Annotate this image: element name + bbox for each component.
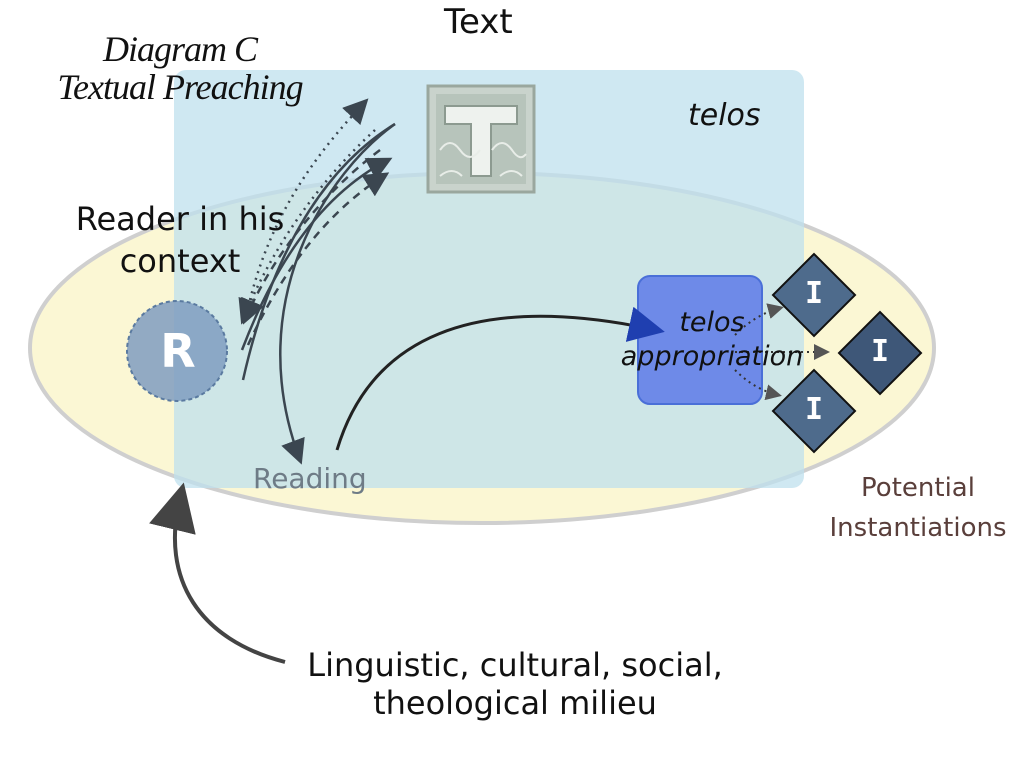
reader-circle-icon	[126, 300, 228, 402]
reader-circle-letter: R	[160, 324, 196, 378]
milieu-label: Linguistic, cultural, social, theologica…	[290, 646, 740, 722]
text-reader-arrows	[238, 98, 396, 465]
telos-appropriation-label: telos appropriation	[614, 306, 810, 374]
reading-label: Reading	[253, 462, 367, 495]
instantiation-letter: I	[804, 392, 824, 427]
diagram-title-line2: Textual Preaching	[57, 67, 303, 107]
instantiation-diamond-icon	[771, 368, 857, 454]
illuminated-letter-t-icon	[426, 84, 536, 194]
instantiation-diamond-icon	[771, 252, 857, 338]
potential-instantiations-line1: Potential	[861, 473, 975, 503]
telos-appropriation-line2: appropriation	[620, 341, 804, 372]
reader-label-line2: context	[119, 242, 241, 280]
telos-appropriation-line1: telos	[679, 307, 745, 338]
potential-instantiations-label: Potential Instantiations	[818, 468, 1018, 548]
milieu-arrow	[149, 482, 286, 664]
instantiation-letter: I	[804, 276, 824, 311]
reading-to-telos-arrow	[335, 306, 665, 451]
text-label: Text	[444, 2, 513, 42]
reader-label: Reader in his context	[60, 198, 300, 282]
diagram-title: Diagram C Textual Preaching	[30, 30, 330, 106]
instantiation-arrows	[734, 303, 830, 401]
instantiation-diamond-icon	[837, 310, 923, 396]
potential-instantiations-line2: Instantiations	[829, 513, 1007, 543]
milieu-label-line2: theological milieu	[373, 684, 657, 722]
reader-label-line1: Reader in his	[75, 200, 285, 238]
diagram-title-line1: Diagram C	[102, 29, 258, 69]
telos-label: telos	[688, 98, 761, 133]
milieu-label-line1: Linguistic, cultural, social,	[307, 646, 723, 684]
instantiation-letter: I	[870, 334, 890, 369]
